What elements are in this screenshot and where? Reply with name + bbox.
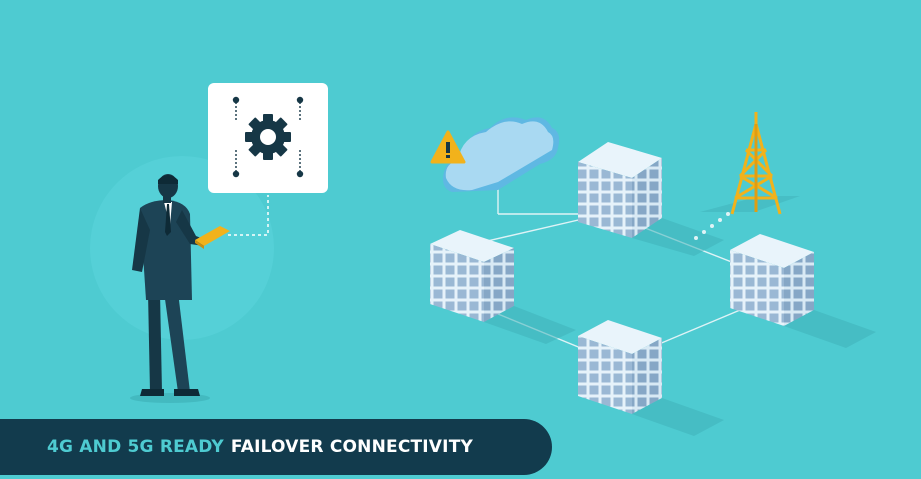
- caption-accent-text: 4G AND 5G READY: [47, 437, 224, 457]
- cell-tower-icon: [700, 112, 800, 215]
- building-icon: [578, 320, 724, 436]
- signal-dots: [694, 212, 730, 240]
- connection-dotted-line: [228, 195, 269, 236]
- gear-icon: [245, 114, 291, 160]
- building-icon: [578, 142, 724, 256]
- caption-main-text: FAILOVER CONNECTIVITY: [230, 437, 474, 457]
- warning-icon: [430, 130, 466, 164]
- settings-panel: [208, 83, 328, 193]
- building-icon: [730, 234, 876, 348]
- caption-banner: 4G AND 5G READY FAILOVER CONNECTIVITY: [0, 419, 552, 475]
- laptop-icon: [195, 226, 230, 249]
- building-icon: [430, 230, 576, 344]
- businessman-figure: [130, 174, 210, 403]
- cloud-icon: [443, 117, 560, 192]
